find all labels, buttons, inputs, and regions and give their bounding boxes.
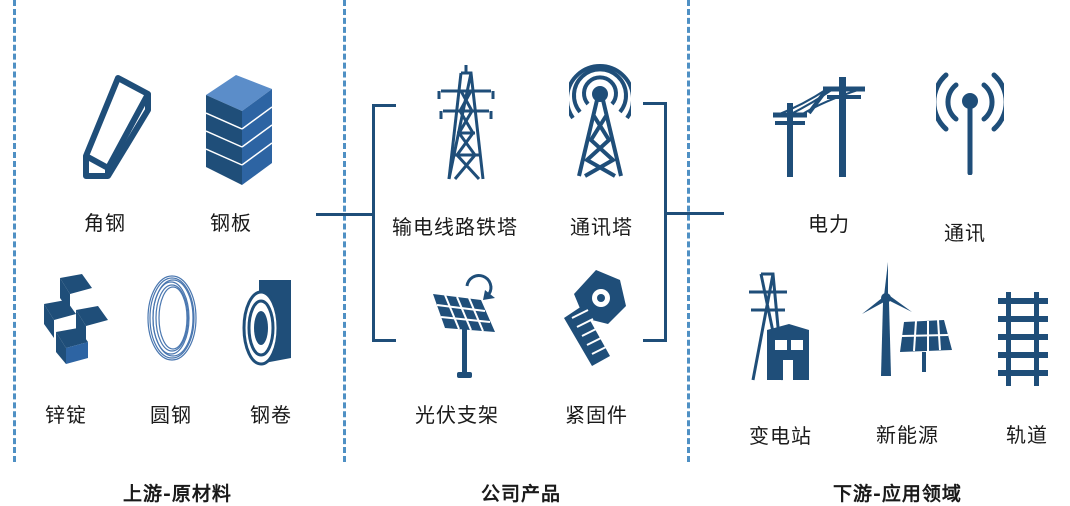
label-steel-plate: 钢板 — [210, 211, 252, 235]
products-title: 公司产品 — [481, 483, 562, 505]
label-new-energy: 新能源 — [876, 423, 939, 447]
label-transmission-tower: 输电线路铁塔 — [392, 215, 518, 239]
label-solar-bracket: 光伏支架 — [415, 403, 499, 427]
label-zinc-ingot: 锌锭 — [45, 403, 87, 427]
transmission-tower-icon — [435, 63, 497, 181]
communication-tower-icon — [569, 64, 631, 178]
wind-solar-icon — [862, 260, 954, 378]
label-communication-tower: 通讯塔 — [570, 215, 633, 239]
label-steel-coil: 钢卷 — [250, 403, 292, 427]
connector-left — [316, 213, 372, 216]
connector-right — [664, 212, 724, 215]
bracket-left-bottom — [372, 339, 396, 342]
divider-middle-right — [687, 0, 690, 462]
solar-bracket-icon — [425, 268, 500, 384]
divider-middle-left — [343, 0, 346, 462]
bracket-right-bottom — [643, 339, 667, 342]
bracket-right — [664, 102, 667, 342]
signal-antenna-icon — [936, 69, 1004, 175]
power-pole-icon — [773, 75, 869, 181]
steel-plate-icon — [206, 75, 272, 185]
zinc-ingot-icon — [40, 274, 110, 364]
label-railway: 轨道 — [1006, 423, 1048, 447]
steel-coil-icon — [241, 276, 303, 368]
label-communication: 通讯 — [944, 221, 986, 245]
label-substation: 变电站 — [749, 424, 812, 448]
upstream-title: 上游-原材料 — [123, 483, 232, 505]
bracket-left-top — [372, 104, 396, 107]
label-power: 电力 — [808, 212, 850, 236]
downstream-title: 下游-应用领域 — [833, 483, 962, 505]
bracket-right-top — [643, 102, 667, 105]
round-steel-icon — [143, 272, 201, 364]
railway-icon — [994, 292, 1052, 386]
fastener-icon — [560, 266, 632, 366]
substation-icon — [747, 270, 809, 382]
label-fastener: 紧固件 — [565, 403, 628, 427]
label-round-steel: 圆钢 — [150, 403, 192, 427]
label-angle-steel: 角钢 — [84, 211, 126, 235]
divider-left — [13, 0, 16, 462]
bracket-left — [372, 104, 375, 342]
angle-steel-icon — [78, 72, 156, 182]
